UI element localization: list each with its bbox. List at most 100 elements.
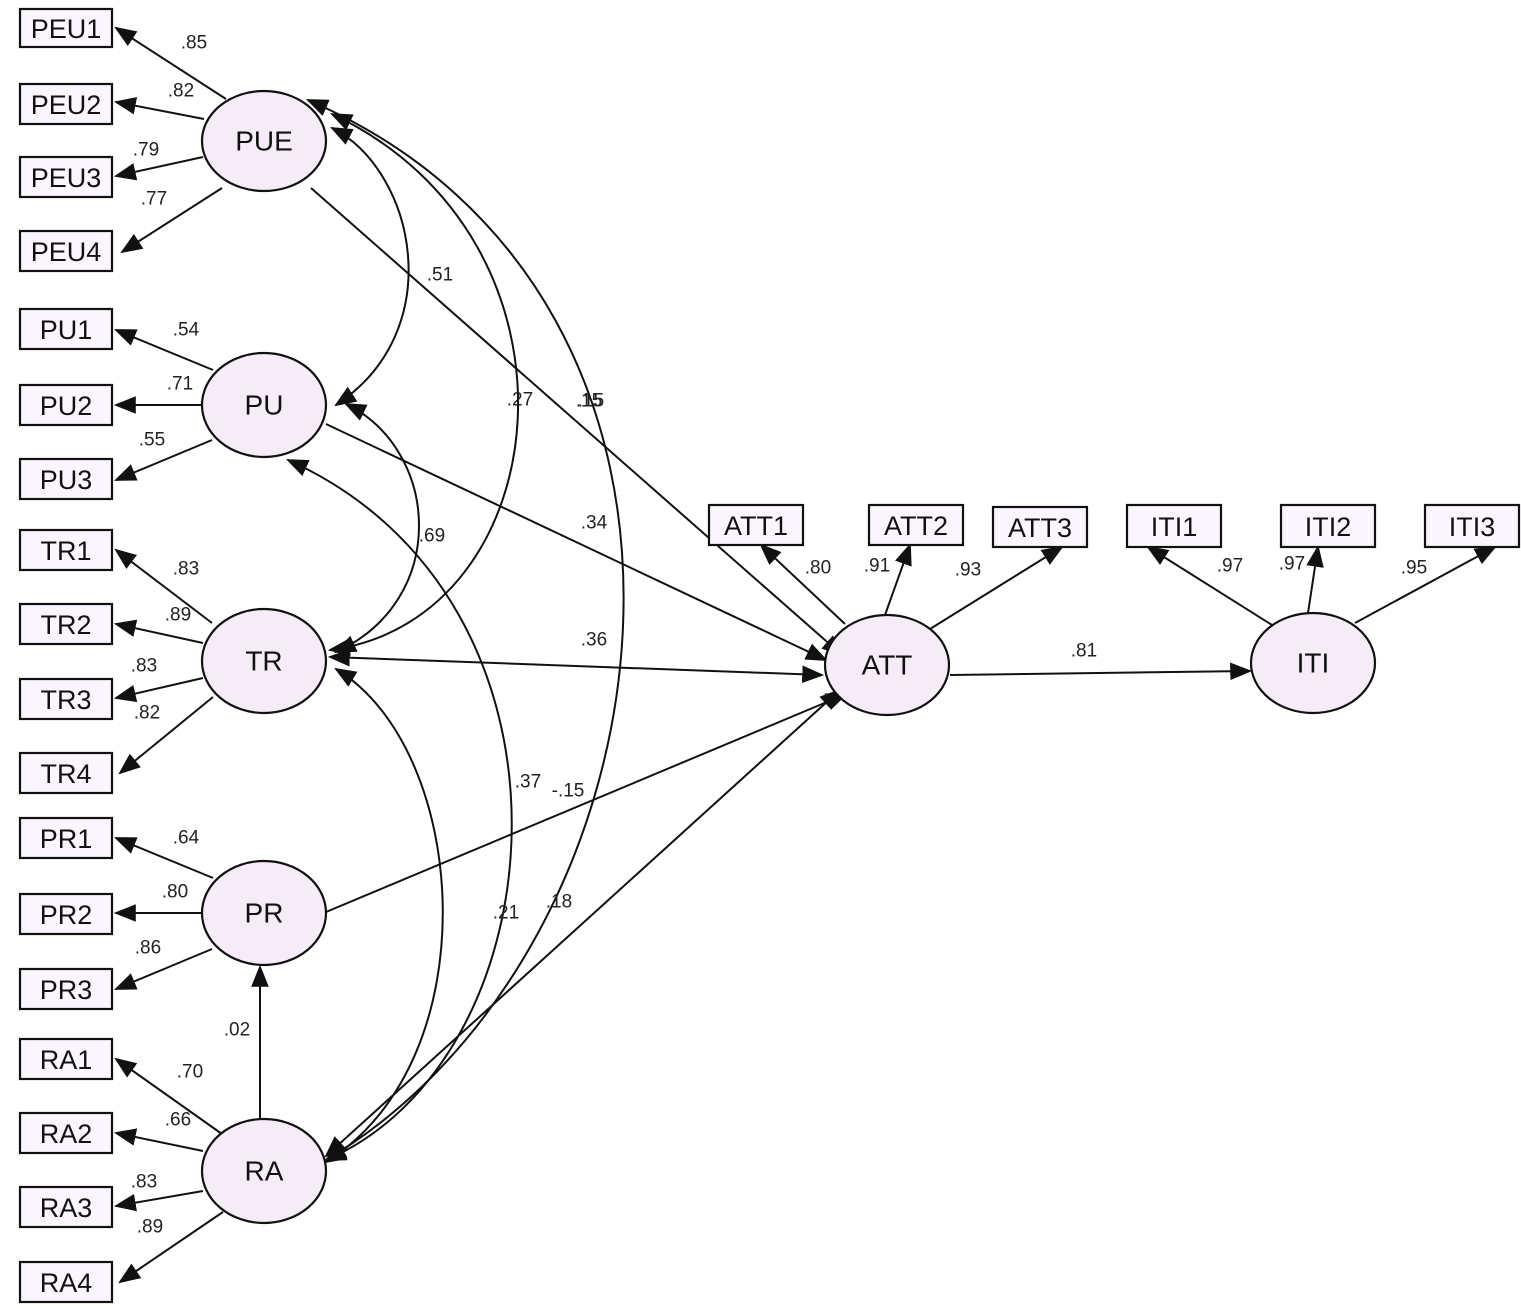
indicator-label-tr4: TR4 (40, 759, 91, 789)
indicator-box-tr3 (18, 677, 114, 721)
correlation-value-pue-pu: .51 (427, 265, 453, 286)
correlation-value-ra-att: .18 (546, 892, 572, 913)
latent-label-att: ATT (862, 650, 913, 681)
indicator-label-iti1: ITI1 (1151, 512, 1198, 542)
indicator-iti1: ITI1 (1125, 503, 1223, 549)
path-coefficient-pr-to-att: -.15 (552, 781, 585, 802)
latent-ra: RA (200, 1117, 328, 1225)
loading-value-peu3: .79 (133, 140, 159, 161)
indicator-pr3: PR3 (18, 967, 114, 1011)
indicator-box-att2 (867, 503, 965, 547)
latent-pue: PUE (200, 89, 328, 193)
indicator-box-ra4 (18, 1260, 114, 1304)
loading-value-tr1: .83 (173, 559, 199, 580)
indicator-label-tr3: TR3 (40, 685, 91, 715)
indicator-box-pr3 (18, 967, 114, 1011)
indicator-label-att2: ATT2 (884, 511, 948, 541)
latent-ellipse-tr (200, 607, 328, 715)
loading-arrow-pu3 (113, 439, 213, 481)
path-coefficient-att-to-iti: .81 (1071, 641, 1097, 662)
path-arrow-pr-to-att (325, 693, 849, 913)
loading-value-tr3: .83 (131, 656, 157, 677)
loading-arrow-peu4 (120, 187, 223, 254)
loading-value-att2: .91 (864, 556, 890, 577)
loading-arrow-tr2 (113, 619, 204, 644)
latent-pu: PU (200, 351, 328, 459)
indicator-tr2: TR2 (18, 602, 114, 646)
indicator-box-iti3 (1423, 503, 1521, 549)
indicator-label-tr1: TR1 (40, 536, 91, 566)
coefficient-labels-layer: .85.82.79.77.54.71.55.83.89.83.82.64.80.… (131, 33, 1427, 1238)
correlation-arc-pue-pu (330, 127, 410, 407)
loading-arrow-peu3 (113, 156, 204, 181)
loading-value-ra1: .70 (177, 1062, 203, 1083)
indicator-label-ra4: RA4 (40, 1268, 93, 1298)
indicator-iti3: ITI3 (1423, 503, 1521, 549)
indicator-ra4: RA4 (18, 1260, 114, 1304)
latent-ellipse-att (823, 613, 951, 717)
indicator-box-att1 (707, 503, 805, 547)
latent-ellipse-iti (1249, 611, 1377, 715)
loading-arrow-pr1 (113, 837, 214, 879)
path-arrow-att-to-iti (949, 662, 1253, 681)
indicator-peu1: PEU1 (18, 7, 114, 49)
correlation-value-pu-ra: .21 (493, 903, 519, 924)
indicator-box-att3 (991, 505, 1089, 549)
loading-value-peu1: .85 (181, 33, 207, 54)
latent-label-iti: ITI (1297, 648, 1330, 679)
loading-arrow-tr3 (113, 677, 204, 703)
latent-label-pu: PU (245, 390, 284, 421)
loading-value-tr2: .89 (165, 605, 191, 626)
correlation-arc-pue-tr (327, 113, 520, 657)
loading-value-ra4: .89 (137, 1217, 163, 1238)
indicator-box-pu3 (18, 457, 114, 501)
indicator-label-pr1: PR1 (40, 824, 93, 854)
latent-label-pr: PR (245, 898, 284, 929)
indicator-peu2: PEU2 (18, 82, 114, 126)
indicator-label-ra2: RA2 (40, 1119, 93, 1149)
loading-arrow-iti1 (1146, 545, 1273, 626)
path-coefficient-ra-to-pr: .02 (224, 1020, 250, 1041)
loading-arrow-att2 (884, 542, 912, 616)
loading-value-peu4: .77 (141, 189, 167, 210)
indicator-pr1: PR1 (18, 816, 114, 860)
indicator-pu1: PU1 (18, 307, 114, 351)
loading-value-iti2: .97 (1279, 554, 1305, 575)
indicator-ra3: RA3 (18, 1185, 114, 1229)
loading-arrow-ra2 (113, 1128, 204, 1152)
indicator-box-tr2 (18, 602, 114, 646)
loading-value-pu1: .54 (173, 320, 200, 341)
loading-value-pu3: .55 (139, 430, 165, 451)
indicator-label-att3: ATT3 (1008, 513, 1072, 543)
indicator-label-pu2: PU2 (40, 391, 93, 421)
indicator-label-ra3: RA3 (40, 1193, 93, 1223)
loading-arrow-ra3 (113, 1190, 204, 1212)
loading-arrow-iti3 (1354, 545, 1497, 624)
indicator-label-tr2: TR2 (40, 610, 91, 640)
indicator-att2: ATT2 (867, 503, 965, 547)
latent-label-ra: RA (245, 1156, 284, 1187)
latent-label-pue: PUE (235, 126, 293, 157)
indicator-label-pu1: PU1 (40, 315, 93, 345)
indicator-box-ra1 (18, 1037, 114, 1081)
loading-value-att1: .80 (805, 558, 831, 579)
path-coefficient-pu-to-att: .34 (581, 513, 608, 534)
path-coefficient-pue-to-att: .15 (578, 391, 604, 412)
indicator-att3: ATT3 (991, 505, 1089, 549)
latent-ellipse-pu (200, 351, 328, 459)
latent-ellipse-pue (200, 89, 328, 193)
correlation-value-pue-ra: .15 (576, 391, 602, 412)
indicator-tr3: TR3 (18, 677, 114, 721)
loading-value-ra3: .83 (131, 1172, 157, 1193)
indicator-box-pu2 (18, 383, 114, 427)
indicator-iti2: ITI2 (1279, 503, 1377, 549)
indicator-box-peu2 (18, 82, 114, 126)
loading-value-ra2: .66 (165, 1110, 191, 1131)
latent-tr: TR (200, 607, 328, 715)
loading-value-pr1: .64 (173, 828, 200, 849)
correlation-arc-pu-ra (285, 459, 513, 1161)
latent-att: ATT (823, 613, 951, 717)
loading-value-peu2: .82 (168, 81, 194, 102)
latent-iti: ITI (1249, 611, 1377, 715)
